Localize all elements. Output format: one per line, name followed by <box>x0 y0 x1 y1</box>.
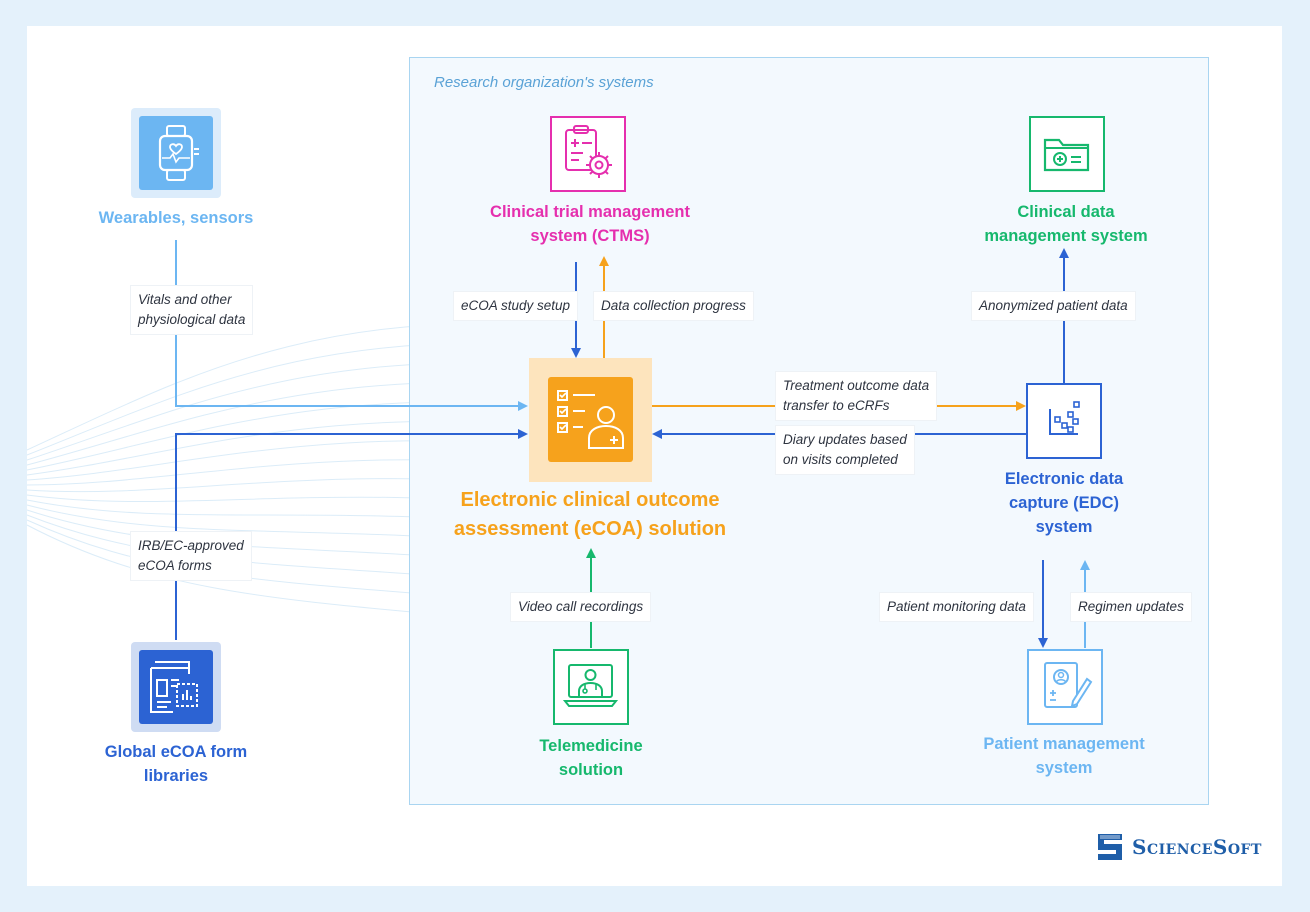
flow-label-collection-progress: Data collection progress <box>594 292 753 320</box>
folder-plus-icon <box>1029 116 1105 192</box>
clipboard-gear-icon <box>550 116 626 192</box>
flow-label-treatment: Treatment outcome data transfer to eCRFs <box>776 372 937 420</box>
brand-mark-icon <box>1096 832 1126 862</box>
cdms-label: Clinical data management system <box>984 203 1148 245</box>
smartwatch-icon <box>131 108 221 198</box>
flow-label-video: Video call recordings <box>511 593 651 621</box>
flow-label-anonymized: Anonymized patient data <box>972 292 1135 320</box>
libraries-label: Global eCOA form libraries <box>104 743 248 785</box>
ctms-label: Clinical trial management system (CTMS) <box>490 203 690 245</box>
flow-label-study-setup: eCOA study setup <box>454 292 578 320</box>
flow-label-diary: Diary updates based on visits completed <box>776 426 914 474</box>
region-title: Research organization's systems <box>434 74 654 91</box>
edc-label: Electronic data capture (EDC) system <box>1004 470 1124 536</box>
flow-label-vitals: Vitals and other physiological data <box>131 286 253 334</box>
flow-label-regimen: Regimen updates <box>1071 593 1191 621</box>
wearables-label: Wearables, sensors <box>98 209 254 227</box>
form-library-icon <box>131 642 221 732</box>
ecoa-label: Electronic clinical outcome assessment (… <box>453 489 727 540</box>
flow-label-irb: IRB/EC-approved eCOA forms <box>131 532 251 580</box>
telemedicine-label: Telemedicine solution <box>539 737 643 779</box>
brand-logo: ScienceSoft <box>1096 832 1262 862</box>
data-capture-icon <box>1026 383 1102 459</box>
flow-label-monitoring: Patient monitoring data <box>880 593 1033 621</box>
patient-record-icon <box>1027 649 1103 725</box>
checklist-doctor-icon <box>529 358 652 482</box>
telemedicine-icon <box>553 649 629 725</box>
brand-name: ScienceSoft <box>1132 835 1262 859</box>
pms-label: Patient management system <box>983 735 1145 777</box>
